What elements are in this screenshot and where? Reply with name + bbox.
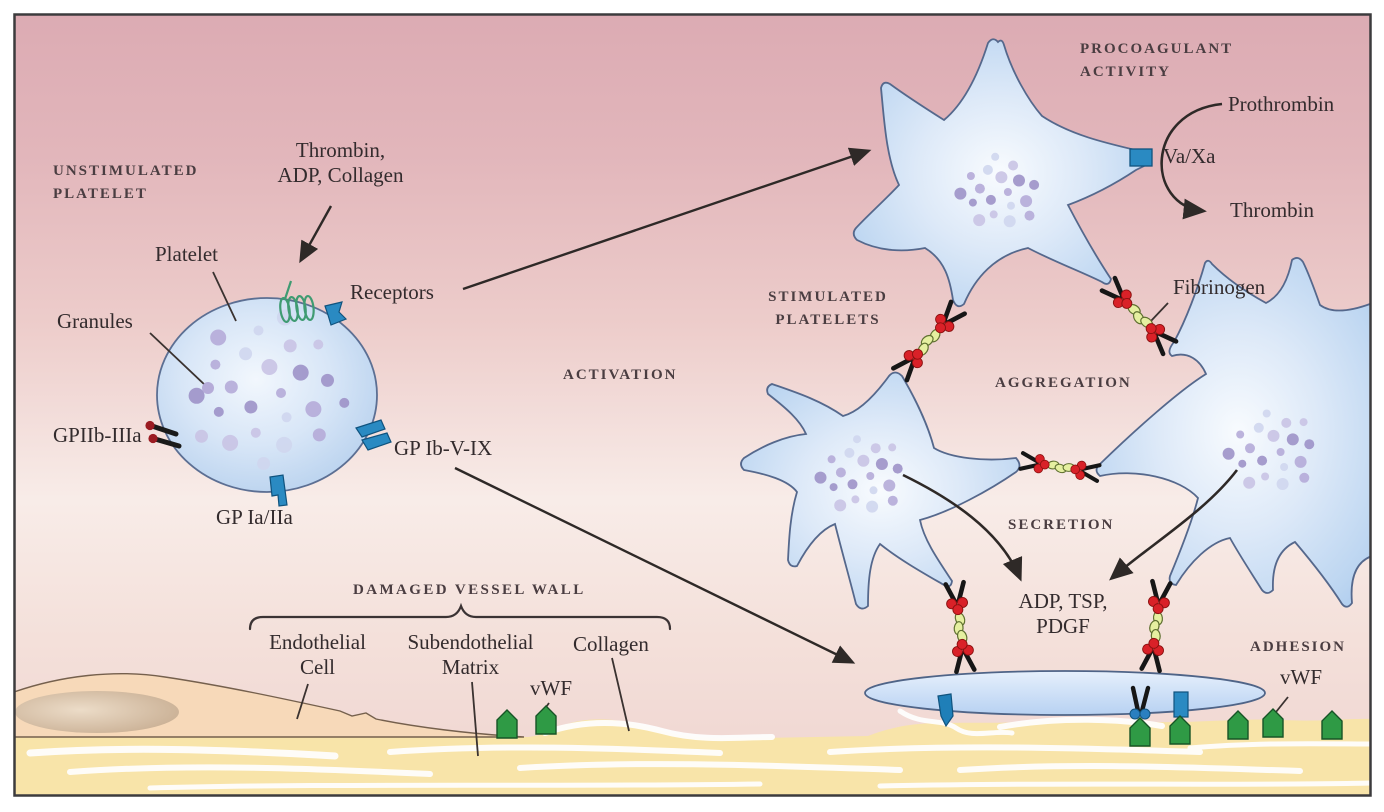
secretion-arrow-left: [902, 473, 1023, 582]
vwf-matrix-label: vWF: [530, 676, 572, 700]
granule-cluster: [954, 152, 1040, 228]
unstimulated-platelet-heading: UNSTIMULATED PLATELET: [53, 163, 199, 203]
granules-label: Granules: [57, 309, 133, 333]
va-xa-receptor-icon: [1129, 148, 1153, 167]
gpiib-iiia-receptor-icon: [145, 420, 182, 449]
platelet-label: Platelet: [155, 242, 218, 266]
activation-label: ACTIVATION: [563, 367, 678, 383]
damaged-vessel-wall-heading: DAMAGED VESSEL WALL: [353, 582, 586, 598]
receptor-flag-icon: [324, 301, 348, 326]
gp-ia-iia-receptor-icon: [269, 474, 288, 507]
collagen-fiber-streaks: [26, 708, 1371, 791]
thrombin-label: Thrombin: [1230, 198, 1314, 222]
collagen-label: Collagen: [573, 632, 649, 656]
damaged-vessel-wall-brace: [248, 602, 672, 631]
gp-ib-v-ix-receptor-icon: [355, 419, 392, 451]
granule-cluster: [188, 309, 350, 470]
adhesion-label: ADHESION: [1250, 639, 1347, 655]
stimulated-platelet-right: [1095, 257, 1371, 608]
gp-ib-v-ix-label: GP Ib-V-IX: [394, 436, 493, 460]
receptor-flag-icon: [937, 693, 954, 728]
granule-cluster: [1222, 409, 1315, 490]
agonists-label: Thrombin, ADP, Collagen: [277, 138, 404, 188]
granule-dot: [202, 382, 214, 394]
adhesion-arrow: [454, 466, 856, 664]
endothelial-cell-label: Endothelial Cell: [269, 630, 366, 680]
endothelial-nucleus: [15, 691, 179, 733]
secreted-mediators-label: ADP, TSP, PDGF: [1018, 589, 1108, 639]
granule-cluster: [814, 435, 903, 513]
secretion-label: SECRETION: [1008, 517, 1115, 533]
adherent-platelet-shape: [864, 670, 1266, 716]
activation-arrow: [462, 147, 872, 291]
aggregation-label: AGGREGATION: [995, 375, 1132, 391]
gp-ia-iia-label: GP Ia/IIa: [216, 505, 293, 529]
receptors-label: Receptors: [350, 280, 434, 304]
stimulated-platelets-heading: STIMULATED PLATELETS: [768, 289, 888, 329]
stimulated-platelet-middle: [740, 371, 1021, 610]
prothrombin-to-thrombin-arrow: [1160, 102, 1223, 220]
fibrinogen-label: Fibrinogen: [1173, 275, 1266, 299]
vwf-adhesion-label: vWF: [1280, 665, 1322, 689]
procoagulant-activity-heading: PROCOAGULANT ACTIVITY: [1080, 41, 1234, 81]
subendothelial-matrix-band: [14, 718, 1371, 796]
receptor-rod-icon: [1173, 691, 1189, 718]
va-xa-label: Va/Xa: [1163, 144, 1216, 168]
agonist-receptor-coil-icon: [279, 280, 315, 323]
gp-ib-vwf-bond-icon: [1129, 685, 1151, 720]
subendothelial-matrix-label: Subendothelial Matrix: [407, 630, 534, 680]
secretion-arrow-right: [1109, 469, 1239, 581]
gpiib-iiia-label: GPIIb-IIIa: [53, 423, 142, 447]
figure-border: [13, 13, 1372, 797]
prothrombin-label: Prothrombin: [1228, 92, 1335, 116]
agonist-arrow: [299, 205, 333, 264]
